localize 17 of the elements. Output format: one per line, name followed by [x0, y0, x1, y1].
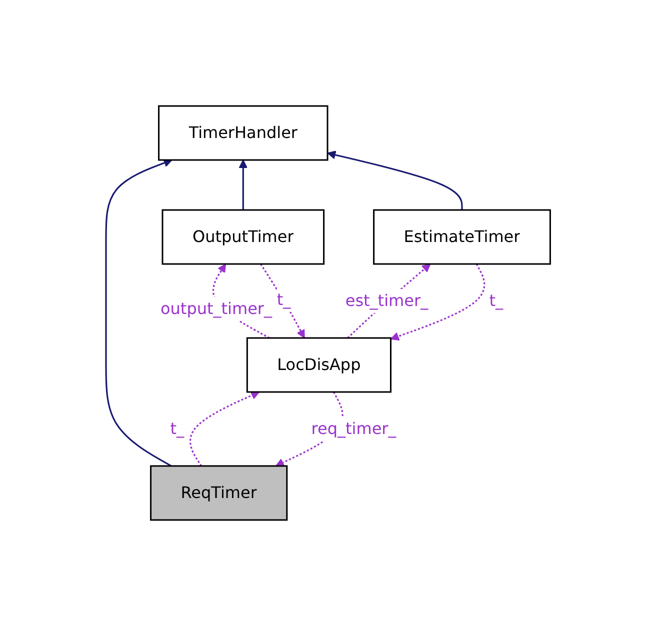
- node-box: EstimateTimer: [372, 209, 551, 265]
- arrow: [105, 158, 172, 467]
- arrow: [238, 160, 248, 210]
- edge-label: est_timer_: [345, 290, 428, 310]
- edge-label: req_timer_: [311, 418, 396, 438]
- arrow: [189, 391, 260, 466]
- arrow: [390, 264, 485, 341]
- arrow: [260, 264, 305, 338]
- arrow: [327, 150, 463, 210]
- edge-label: t_: [489, 290, 504, 310]
- edge-label: output_timer_: [160, 298, 272, 318]
- node-box: LocDisApp: [246, 337, 392, 393]
- edge-label: t_: [170, 418, 184, 438]
- node-box: OutputTimer: [162, 209, 324, 265]
- edge-label: t_: [276, 290, 292, 310]
- node-box: ReqTimer: [150, 465, 288, 521]
- node-box: TimerHandler: [158, 105, 328, 161]
